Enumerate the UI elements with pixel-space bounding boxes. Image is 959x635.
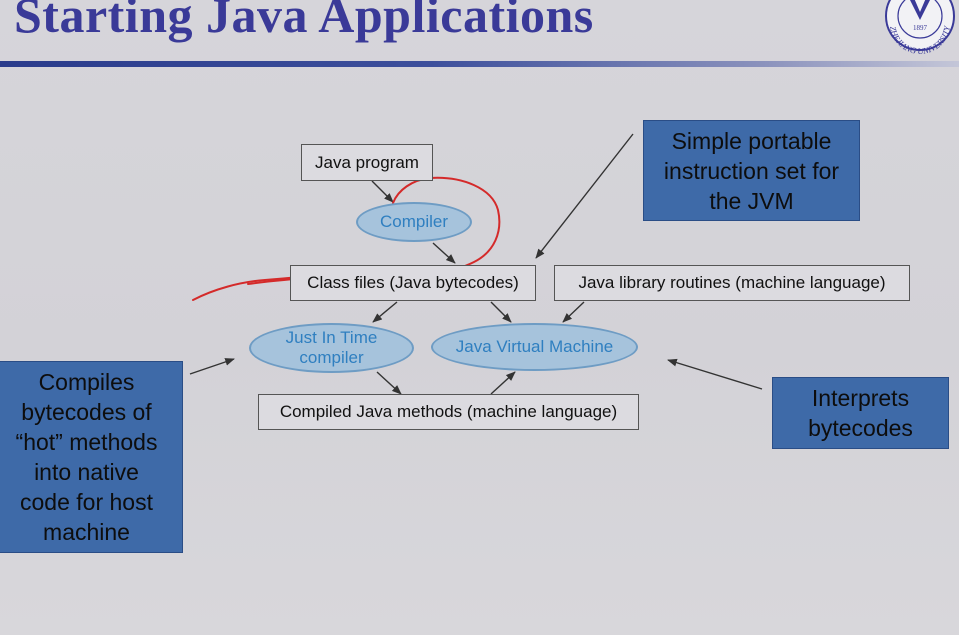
arrow-compiler-to-classfiles <box>432 242 456 264</box>
java-program-box: Java program <box>301 144 433 181</box>
arrow-program-to-compiler <box>371 180 394 203</box>
callout-line: “hot” methods <box>15 429 158 455</box>
pointer-jit-callout <box>189 358 235 375</box>
slide-title: Starting Java Applications <box>14 0 594 43</box>
jvm-oval: Java Virtual Machine <box>431 323 638 371</box>
instruction-set-callout: Simple portable instruction set for the … <box>643 120 860 221</box>
callout-line: the JVM <box>709 187 794 214</box>
jit-compiler-oval: Just In Time compiler <box>249 323 414 373</box>
callout-line: Simple portable <box>671 127 832 154</box>
jit-explanation-callout: Compiles bytecodes of “hot” methods into… <box>0 361 183 553</box>
callout-line: bytecodes <box>808 415 913 441</box>
title-underline <box>0 61 959 67</box>
callout-line: into native <box>34 459 139 485</box>
callout-line: Compiles <box>38 369 135 395</box>
arrow-library-to-jvm <box>562 301 585 323</box>
callout-line: Interprets <box>811 385 910 411</box>
pointer-interpreter-callout <box>667 358 763 390</box>
jit-label-line2: compiler <box>299 348 364 367</box>
compiled-methods-box: Compiled Java methods (machine language) <box>258 394 639 430</box>
jit-label-line1: Just In Time <box>285 328 378 347</box>
library-routines-box: Java library routines (machine language) <box>554 265 910 301</box>
callout-line: machine <box>43 519 130 545</box>
arrow-jit-to-compiled <box>376 371 402 395</box>
arrow-classfiles-to-jit <box>372 301 398 323</box>
pointer-instruction-set <box>535 133 634 259</box>
compiler-oval: Compiler <box>356 202 472 242</box>
callout-line: bytecodes of <box>21 399 152 425</box>
callout-line: instruction set for <box>663 157 840 184</box>
interpreter-callout: Interprets bytecodes <box>772 377 949 449</box>
callout-line: code for host <box>20 489 153 515</box>
logo-year: 1897 <box>913 24 928 32</box>
arrow-compiled-to-jvm <box>490 371 516 395</box>
zhejiang-university-seal-icon: 1897 ZHEJIANG UNIVERSITY <box>885 0 955 54</box>
arrow-classfiles-to-jvm <box>490 301 512 323</box>
class-files-box: Class files (Java bytecodes) <box>290 265 536 301</box>
